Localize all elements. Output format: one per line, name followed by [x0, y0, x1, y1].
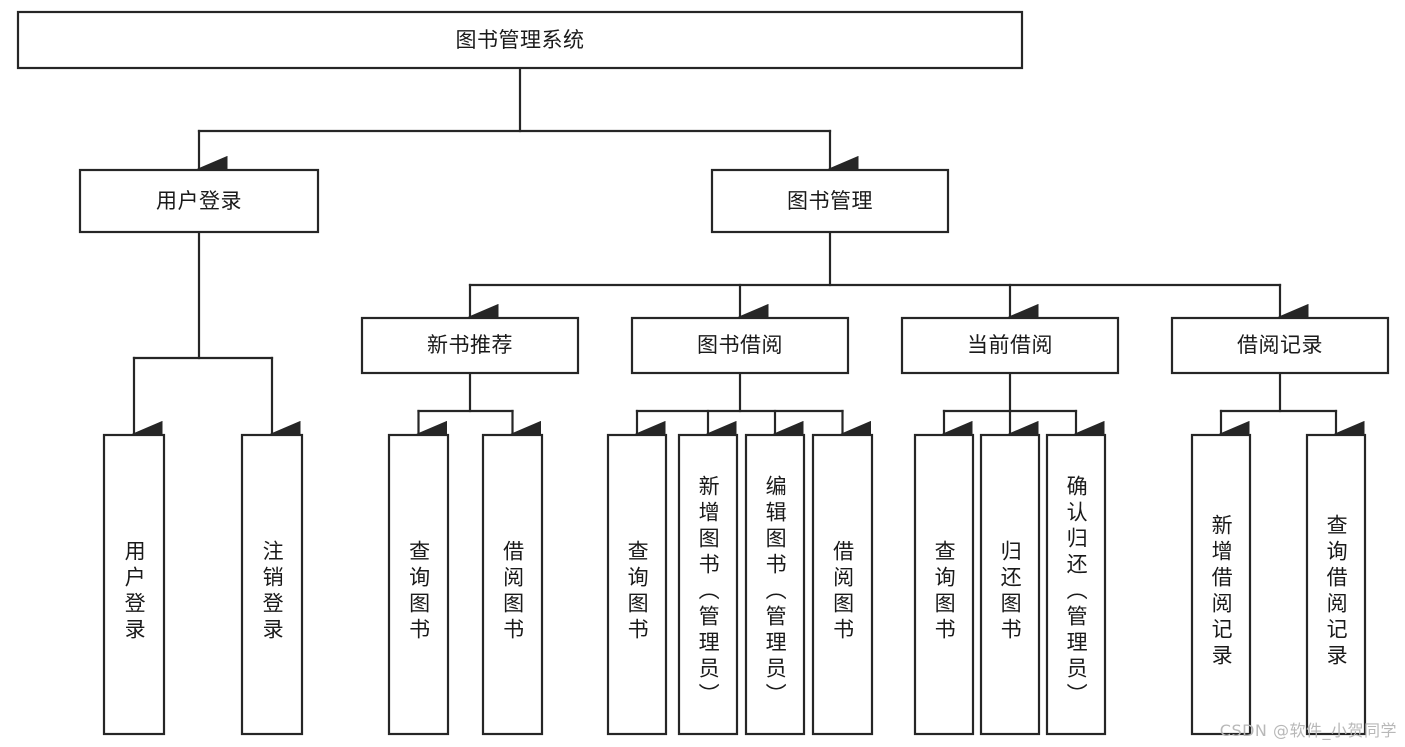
node-box-current-borrow[interactable] — [900, 316, 1120, 375]
node-box-leaf-user-login[interactable] — [102, 433, 166, 736]
node-box-leaf-borrow-book-2[interactable] — [811, 433, 874, 736]
node-box-leaf-return-book[interactable] — [979, 433, 1041, 736]
node-box-leaf-borrow-book-1[interactable] — [481, 433, 544, 736]
node-box-leaf-add-book[interactable] — [677, 433, 739, 736]
node-box-root[interactable] — [16, 10, 1024, 70]
node-box-user-login[interactable] — [78, 168, 320, 234]
node-box-leaf-query-book-3[interactable] — [913, 433, 975, 736]
node-box-borrow-record[interactable] — [1170, 316, 1390, 375]
node-box-leaf-logout[interactable] — [240, 433, 304, 736]
connector-layer — [131, 66, 1365, 448]
node-box-leaf-query-record[interactable] — [1305, 433, 1367, 736]
node-box-layer — [16, 10, 1390, 736]
node-box-leaf-query-book-2[interactable] — [606, 433, 668, 736]
node-box-book-management[interactable] — [710, 168, 950, 234]
watermark-text: CSDN @软件_小贺同学 — [1219, 721, 1397, 740]
node-box-leaf-confirm-return[interactable] — [1045, 433, 1107, 736]
node-box-new-book-recommend[interactable] — [360, 316, 580, 375]
node-box-book-borrow[interactable] — [630, 316, 850, 375]
node-box-leaf-add-record[interactable] — [1190, 433, 1252, 736]
node-box-leaf-query-book-1[interactable] — [387, 433, 450, 736]
node-box-leaf-edit-book[interactable] — [744, 433, 806, 736]
